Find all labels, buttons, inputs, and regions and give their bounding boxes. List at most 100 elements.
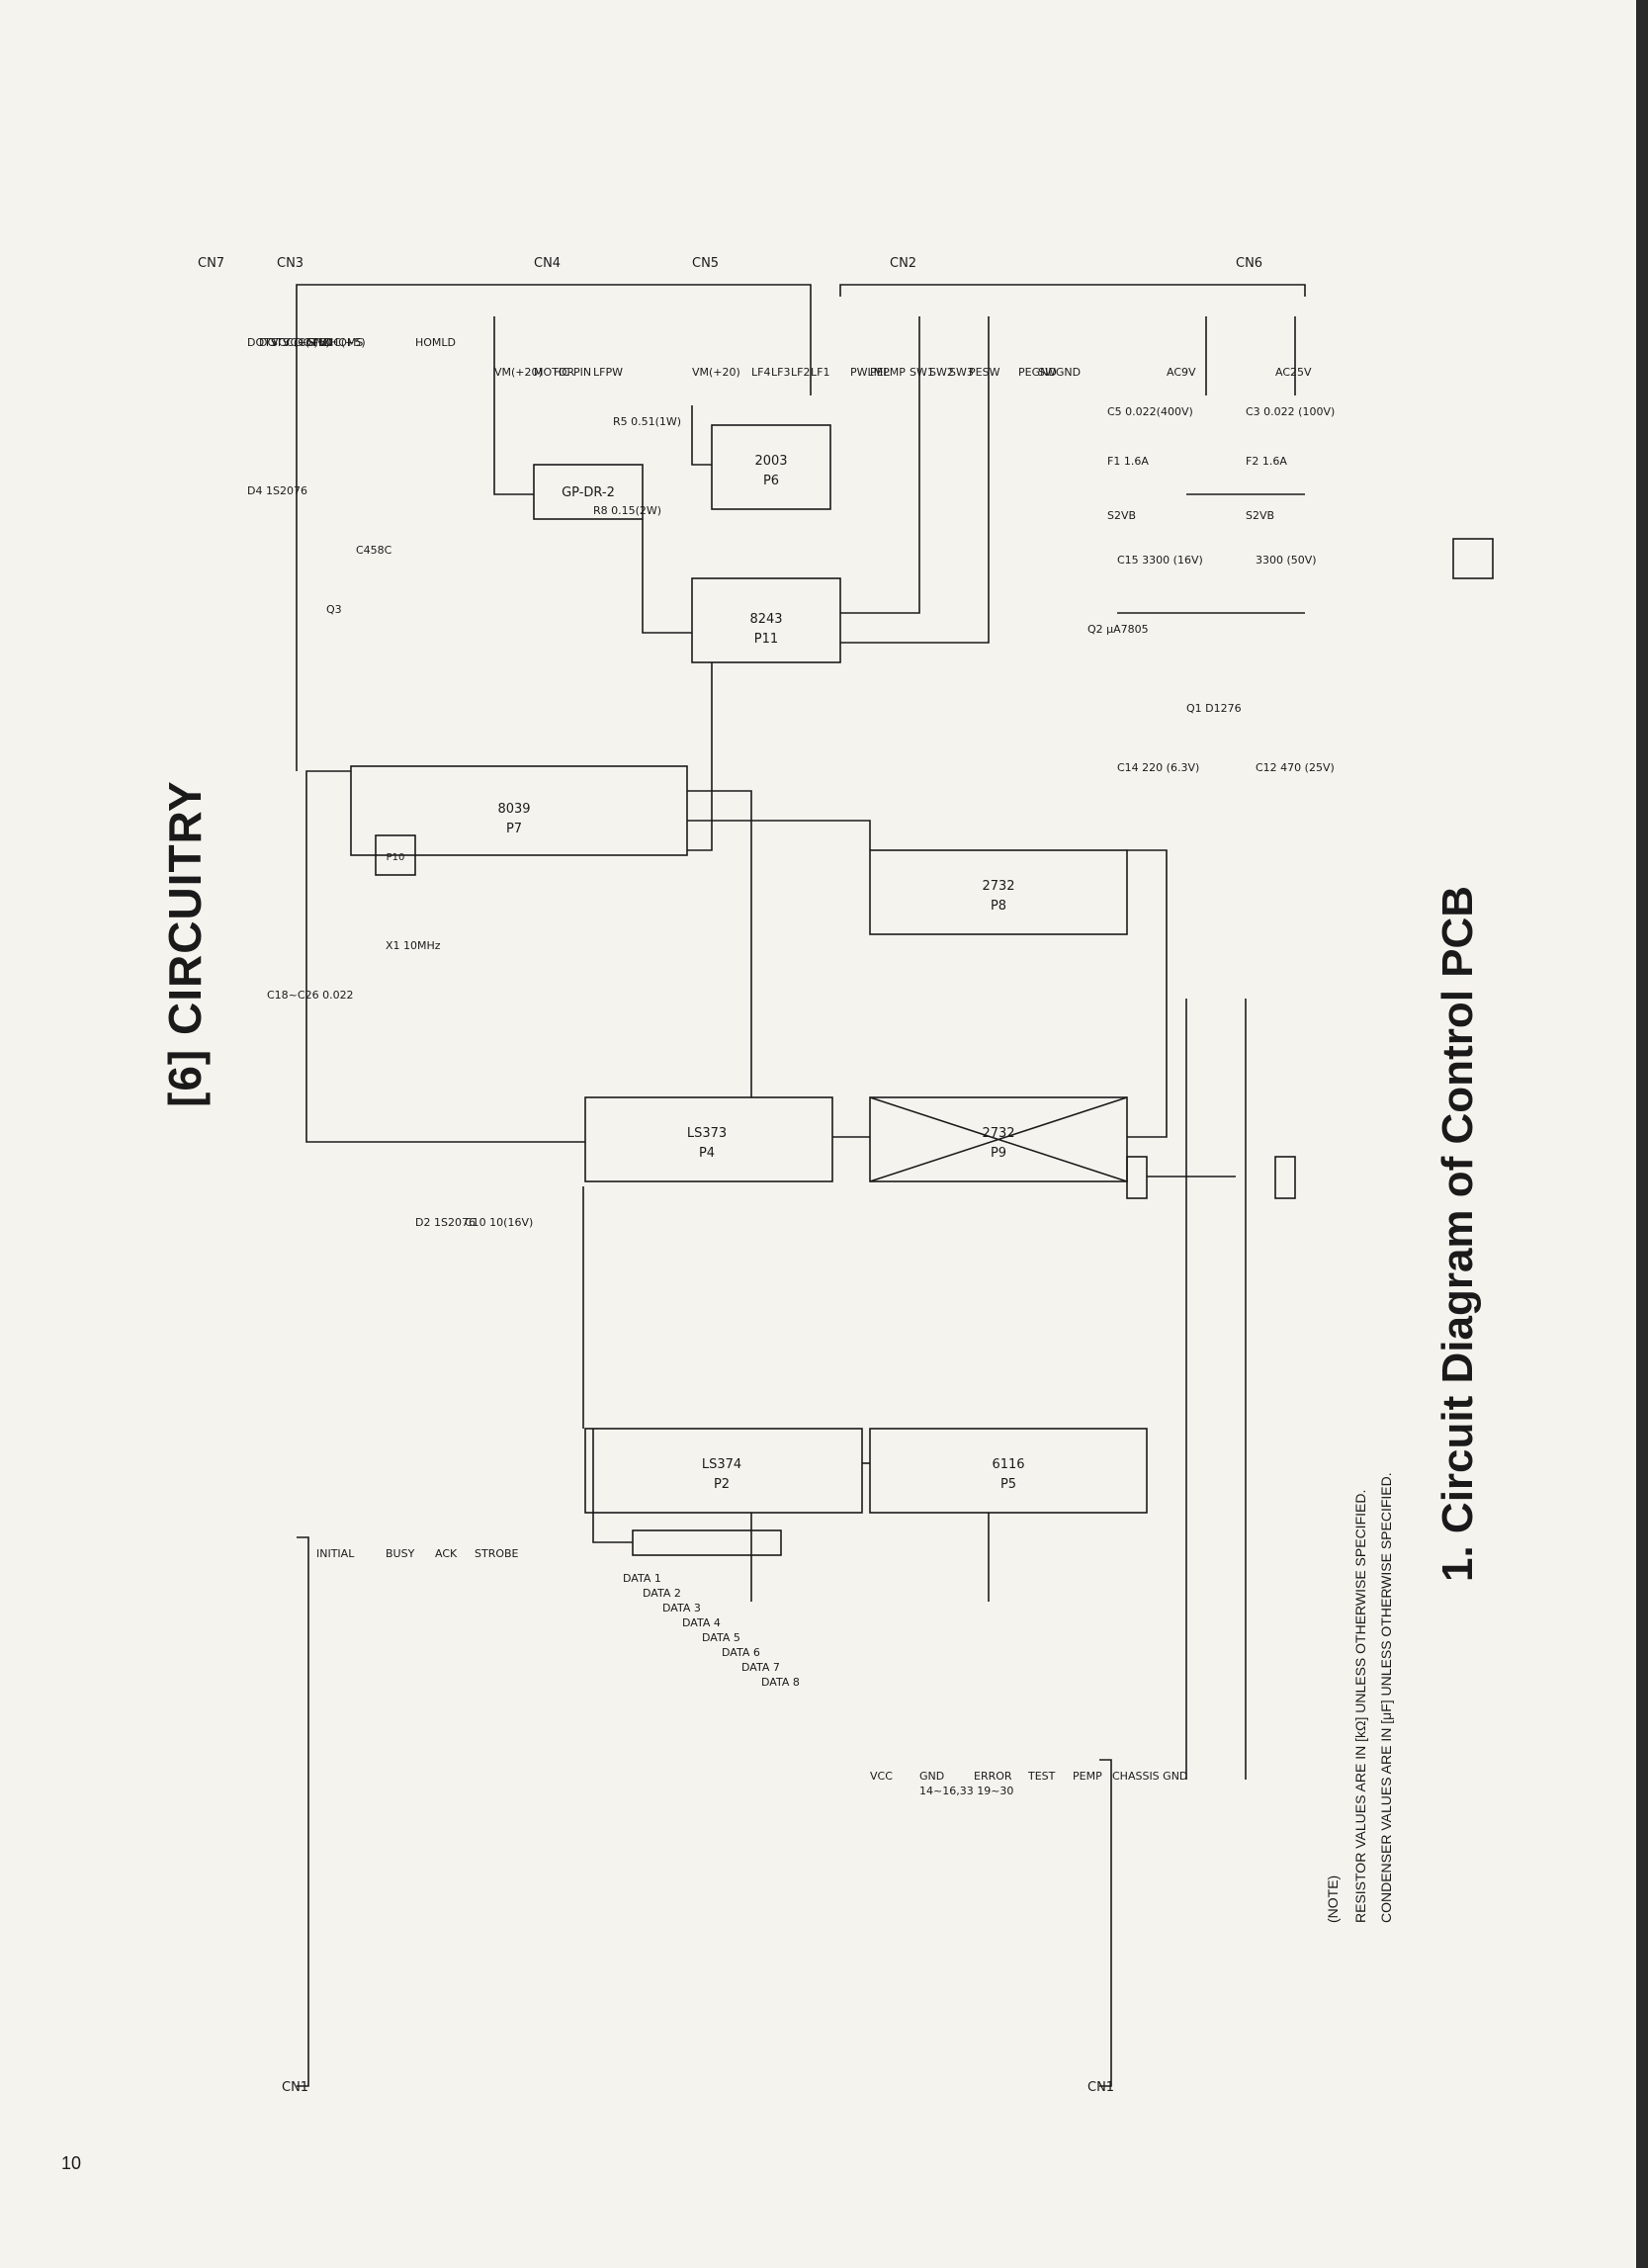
cn1-pin-data4: DATA 4	[682, 1616, 721, 1629]
label-c15: C15 3300 (16V)	[1117, 554, 1203, 567]
resistor-pack-ra3	[632, 1529, 782, 1556]
label-c18-c26: C18~C26 0.022	[267, 989, 354, 1002]
cn7-pin-homs: HOMS	[330, 336, 363, 349]
cn2-pin-pegnd: PEGND	[1018, 366, 1057, 379]
cn1b-pin-test: TEST	[1027, 1770, 1056, 1783]
cn4b-pin-lf1: LF1	[811, 366, 829, 379]
label-c458c: C458C	[356, 544, 392, 557]
cn1-pin-data8: DATA 8	[761, 1676, 800, 1689]
label-s2vb-2: S2VB	[1246, 509, 1274, 522]
page-number: 10	[61, 2153, 82, 2173]
binder-edge	[1636, 0, 1648, 2268]
connector-cn6-label: CN6	[1236, 256, 1262, 271]
connector-cn1-label-upper: CN1	[282, 2080, 308, 2095]
connector-cn7-label: CN7	[198, 256, 224, 271]
cn1-pin-ack: ACK	[435, 1547, 458, 1560]
ic-p4-part: LS373	[687, 1126, 727, 1141]
diagram-title: 1. Circuit Diagram of Control PCB	[1433, 885, 1482, 1582]
ic-p2-part: LS374	[702, 1457, 741, 1472]
cn1-pin-strobe: STROBE	[475, 1547, 519, 1560]
note-heading: (NOTE)	[1325, 1875, 1341, 1923]
label-r8: R8 0.15(2W)	[593, 504, 661, 517]
ic-p8-part: 2732	[982, 879, 1014, 894]
ic-p6-ref: P6	[763, 474, 779, 488]
cn7-pin-dots-1: DOTS	[247, 336, 278, 349]
label-r5: R5 0.51(1W)	[613, 415, 681, 428]
ic-p5-body	[869, 1428, 1148, 1514]
cn7-pin-vcc-3: VCC(+5)	[318, 336, 366, 349]
cn2-pin-swgnd: SWGND	[1038, 366, 1081, 379]
connector-cn1-label-lower: CN1	[1087, 2080, 1114, 2095]
label-q1: Q1 D1276	[1186, 702, 1242, 715]
ic-p5-part: 6116	[992, 1457, 1024, 1472]
cn1-pin-data6: DATA 6	[722, 1646, 760, 1659]
label-d2: D2 1S2076	[415, 1216, 476, 1229]
label-c5: C5 0.022(400V)	[1107, 405, 1193, 418]
ic-gpdr2-part: GP-DR-2	[562, 485, 615, 500]
ic-p8-body	[869, 849, 1128, 935]
ic-p7-ref: P7	[506, 822, 522, 836]
cn7-pin-gnd: GND	[306, 336, 331, 349]
connector-cn4-label: CN4	[534, 256, 561, 271]
cn4-pin-vm: VM(+20)	[494, 366, 543, 379]
label-q2: Q2 μA7805	[1087, 623, 1149, 636]
cn7-pin-dots-2: DOTS	[259, 336, 290, 349]
ic-p8-ref: P8	[991, 899, 1006, 914]
cn1-pin-data7: DATA 7	[741, 1661, 780, 1674]
cn4b-pin-lf2: LF2	[791, 366, 810, 379]
cn2-pin-pesw: PESW	[969, 366, 1000, 379]
ic-p7-body	[350, 765, 688, 856]
cn1b-pin-pemp: PEMP	[1073, 1770, 1102, 1783]
cn2-pin-pelmp: PELMP	[870, 366, 906, 379]
cn1-pin-data1: DATA 1	[623, 1572, 661, 1585]
cn6-pin-ac9v: AC9V	[1167, 366, 1196, 379]
cn1b-pin-error: ERROR	[974, 1770, 1012, 1783]
cn1b-pin-vcc: VCC	[870, 1770, 893, 1783]
cn1-pin-busy: BUSY	[386, 1547, 415, 1560]
cn4b-pin-lf3: LF3	[771, 366, 790, 379]
cn1-pin-data2: DATA 2	[643, 1587, 681, 1600]
ic-p6-part: 2003	[754, 454, 787, 469]
cn1-pin-initial: INITIAL	[316, 1547, 355, 1560]
section-title: [6] CIRCUITRY	[159, 780, 211, 1107]
cn1-bracket-lower	[1099, 1759, 1112, 2087]
ic-p10-ref: P10	[387, 852, 405, 863]
cn4-pin-motor: MOTOR	[534, 366, 575, 379]
connector-cn5-label: CN5	[692, 256, 719, 271]
ic-p9-ref: P9	[991, 1146, 1006, 1161]
connector-cn3-label: CN3	[277, 256, 304, 271]
cn4-pin-pin: PIN	[573, 366, 591, 379]
cn4-pin-hc: HC	[554, 366, 569, 379]
label-3300-50v: 3300 (50V)	[1256, 554, 1317, 567]
cn1b-pin-gnd: GND	[919, 1770, 944, 1783]
cn7-pin-vcc-2: VCC(+5)	[283, 336, 330, 349]
ic-p11-part: 8243	[749, 612, 782, 627]
cn1b-pin-chassis-gnd: CHASSIS GND	[1112, 1770, 1187, 1783]
ic-p10-upper-body	[375, 834, 416, 876]
label-c3: C3 0.022 (100V)	[1246, 405, 1335, 418]
cn6-pin-ac25v: AC25V	[1275, 366, 1312, 379]
note-resistor: RESISTOR VALUES ARE IN [kΩ] UNLESS OTHER…	[1352, 1489, 1368, 1923]
label-q3: Q3	[326, 603, 342, 616]
ic-p9-body	[869, 1096, 1128, 1182]
top-connector-bracket-right	[839, 284, 1306, 297]
ic-p4-ref: P4	[699, 1146, 715, 1161]
ic-p2-ref: P2	[714, 1477, 730, 1492]
cn2-pin-sw2: SW2	[929, 366, 954, 379]
ic-gpdr2-body	[533, 464, 644, 520]
cn4-pin-lfpw: LFPW	[593, 366, 623, 379]
cn2-pin-sw1: SW1	[910, 366, 934, 379]
ic-p5-ref: P5	[1000, 1477, 1016, 1492]
label-x1: X1 10MHz	[386, 939, 441, 952]
cn2-pin-pwlmp: PWLMP	[850, 366, 890, 379]
cn2-pin-sw3: SW3	[949, 366, 974, 379]
label-c12: C12 470 (25V)	[1256, 761, 1335, 774]
cn1-bracket-upper	[297, 1536, 309, 2087]
label-f2: F2 1.6A	[1246, 455, 1287, 468]
cn1-pin-data3: DATA 3	[662, 1602, 701, 1614]
ic-p11-body	[691, 577, 841, 663]
top-connector-bracket-left	[296, 284, 812, 297]
label-c14: C14 220 (6.3V)	[1117, 761, 1199, 774]
